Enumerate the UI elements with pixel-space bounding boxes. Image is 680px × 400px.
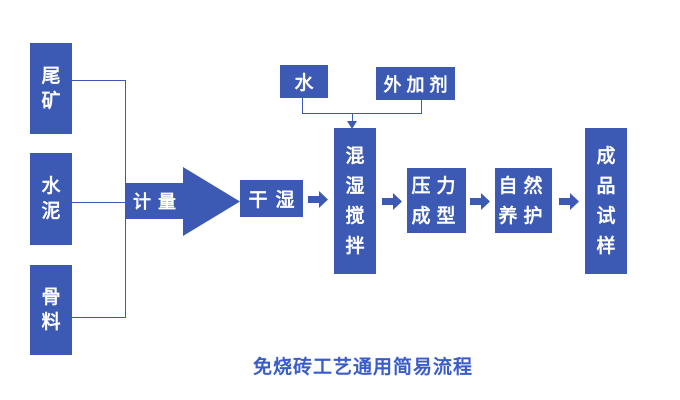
diagram-caption: 免烧砖工艺通用简易流程 <box>253 356 474 378</box>
connector-line-inputs-bus <box>125 80 126 318</box>
node-water: 水 <box>280 65 328 98</box>
node-product-sample: 成 品 试 样 <box>585 128 627 274</box>
node-cement: 水 泥 <box>30 153 72 245</box>
node-admixture: 外加剂 <box>376 67 455 100</box>
connector-line-admixture-drop <box>421 100 422 113</box>
connector-line-water-drop <box>302 98 303 113</box>
node-dry-wet: 干湿 <box>240 180 303 217</box>
flow-arrow-icon <box>559 193 579 210</box>
node-tailings: 尾 矿 <box>30 43 72 134</box>
connector-line-feed-bus <box>302 113 422 114</box>
node-press-form: 压力 成型 <box>407 168 466 233</box>
connector-line-aggregate <box>72 317 125 318</box>
node-natural-cure: 自然 养护 <box>495 168 552 233</box>
flow-arrow-icon <box>470 193 490 210</box>
connector-line-cement <box>72 202 125 203</box>
node-mix-stir: 混 湿 搅 拌 <box>334 128 376 274</box>
flow-arrow-icon <box>308 191 328 208</box>
connector-line-tailings <box>72 80 125 81</box>
feed-arrow-icon <box>347 121 357 129</box>
node-metering: 计量 <box>133 192 183 213</box>
node-aggregate: 骨 料 <box>30 265 72 355</box>
flow-arrow-icon <box>382 193 402 210</box>
metering-arrow-icon <box>126 167 240 236</box>
connector-line-feed-stem <box>352 113 353 122</box>
